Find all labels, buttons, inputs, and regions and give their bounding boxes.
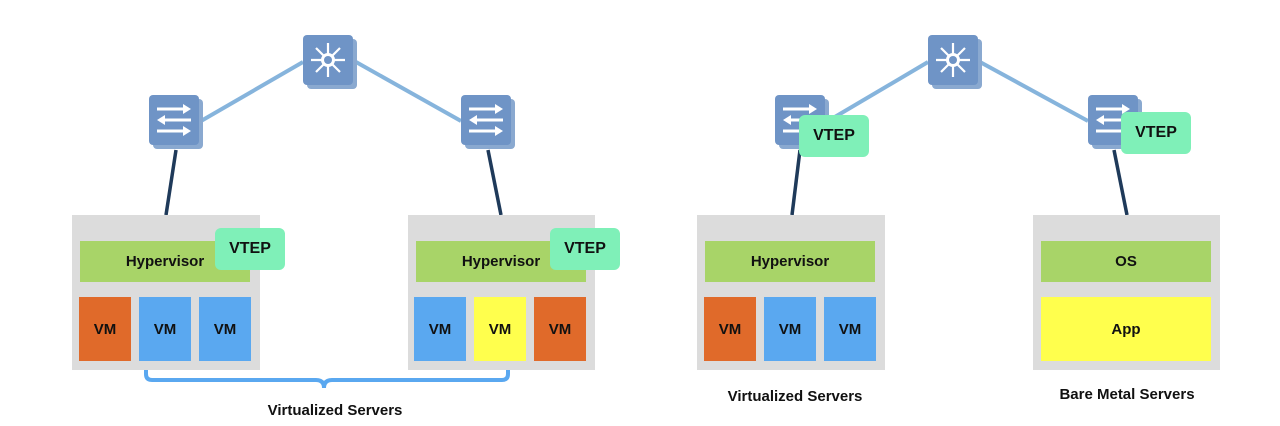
hypervisor-vtep: VTEP: [215, 228, 285, 270]
leaf-vtep: VTEP: [799, 115, 869, 157]
link-core-leaf-a: [199, 60, 305, 123]
router-icon: [303, 35, 357, 89]
vm: VM: [199, 297, 251, 361]
vm: VM: [824, 297, 876, 361]
virtualized-servers-caption: Virtualized Servers: [727, 388, 863, 405]
hypervisor-vtep: VTEP: [550, 228, 620, 270]
virtualized-servers-bracket: [144, 362, 510, 389]
link-leaf-d-server: [1112, 149, 1129, 216]
link-leaf-b-server: [486, 149, 503, 216]
switch-icon: [461, 95, 515, 149]
vm: VM: [764, 297, 816, 361]
vm: VM: [534, 297, 586, 361]
link-core-leaf-b: [355, 60, 462, 123]
link-leaf-c-server: [790, 149, 802, 216]
app-layer: App: [1041, 297, 1211, 361]
hypervisor: Hypervisor: [705, 241, 875, 282]
link-core2-leaf-d: [979, 60, 1089, 123]
vm: VM: [474, 297, 526, 361]
vm: VM: [704, 297, 756, 361]
link-leaf-a-server: [164, 149, 178, 216]
os-layer: OS: [1041, 241, 1211, 282]
bare-metal-servers-caption: Bare Metal Servers: [1059, 386, 1195, 403]
virtualized-servers-caption: Virtualized Servers: [267, 402, 403, 419]
switch-icon: [149, 95, 203, 149]
vm: VM: [414, 297, 466, 361]
vm: VM: [139, 297, 191, 361]
link-core2-leaf-c: [826, 60, 930, 123]
vm: VM: [79, 297, 131, 361]
router-icon: [928, 35, 982, 89]
leaf-vtep: VTEP: [1121, 112, 1191, 154]
